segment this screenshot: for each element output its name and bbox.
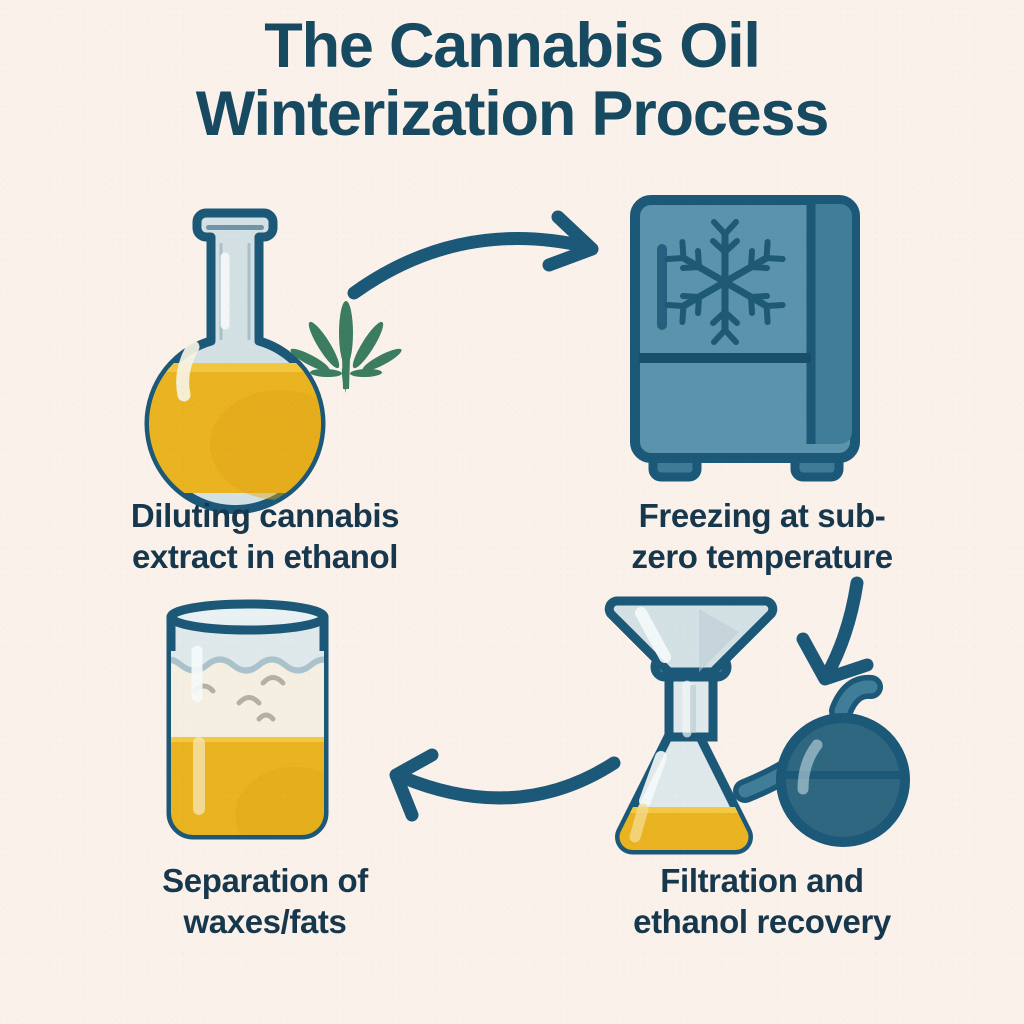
arrow-step1-to-step2 xyxy=(340,205,615,345)
step-2-caption: Freezing at sub- zero temperature xyxy=(631,497,893,575)
step-4-caption: Separation of waxes/fats xyxy=(162,862,368,940)
cannabis-leaf-icon xyxy=(290,301,402,400)
freezer-icon xyxy=(625,190,875,485)
filtration-funnel-flask-icon xyxy=(595,585,915,855)
arrow-step3-to-step4 xyxy=(368,735,628,855)
beaker-wax-layer-icon xyxy=(155,595,340,850)
step-1-caption: Diluting cannabis extract in ethanol xyxy=(130,497,400,575)
round-bottom-flask-icon xyxy=(120,195,350,515)
arrow-step2-to-step3 xyxy=(795,565,925,705)
page-title: The Cannabis Oil Winterization Process xyxy=(195,11,830,149)
step-3-caption: Filtration and ethanol recovery xyxy=(633,862,891,940)
